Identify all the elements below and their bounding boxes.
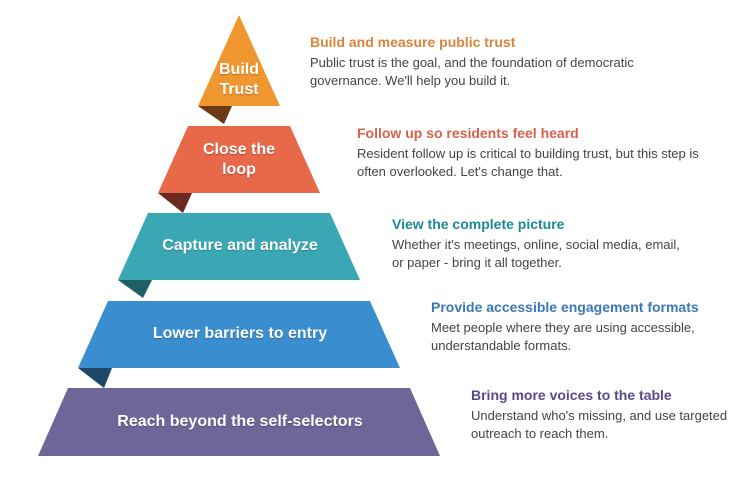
fold-3 [118, 280, 152, 298]
tier-2-title: Follow up so residents feel heard [357, 125, 579, 141]
tier-4-title: Provide accessible engagement formats [431, 299, 699, 315]
tier-5-label: Reach beyond the self-selectors [117, 413, 363, 430]
tier-4-description: Provide accessible engagement formats Me… [431, 299, 731, 355]
tier-1-description: Build and measure public trust Public tr… [310, 34, 640, 90]
tier-1-shape [198, 15, 280, 106]
fold-2 [158, 193, 192, 213]
tier-4-label: Lower barriers to entry [152, 325, 328, 342]
tier-3-title: View the complete picture [392, 216, 565, 232]
tier-3-description: View the complete picture Whether it's m… [392, 216, 692, 272]
tier-3-label: Capture and analyze [162, 237, 318, 254]
tier-3-text: Whether it's meetings, online, social me… [392, 237, 680, 270]
tier-5-shape [38, 388, 440, 456]
tier-5-title: Bring more voices to the table [471, 387, 672, 403]
tier-1-text: Public trust is the goal, and the founda… [310, 55, 634, 88]
tier-2-description: Follow up so residents feel heard Reside… [357, 125, 702, 181]
tier-2-text: Resident follow up is critical to buildi… [357, 146, 699, 179]
fold-1 [198, 106, 232, 124]
tier-1-label: Build Trust [219, 61, 259, 98]
fold-4 [78, 368, 112, 388]
tier-2-label: Close the loop [202, 141, 275, 178]
tier-5-description: Bring more voices to the table Understan… [471, 387, 741, 443]
tier-4-text: Meet people where they are using accessi… [431, 320, 695, 353]
tier-5-text: Understand who's missing, and use target… [471, 408, 728, 441]
tier-1-title: Build and measure public trust [310, 34, 516, 50]
tier-3-shape [118, 213, 360, 280]
tier-2-shape [158, 126, 320, 193]
tier-4-shape [78, 301, 400, 368]
